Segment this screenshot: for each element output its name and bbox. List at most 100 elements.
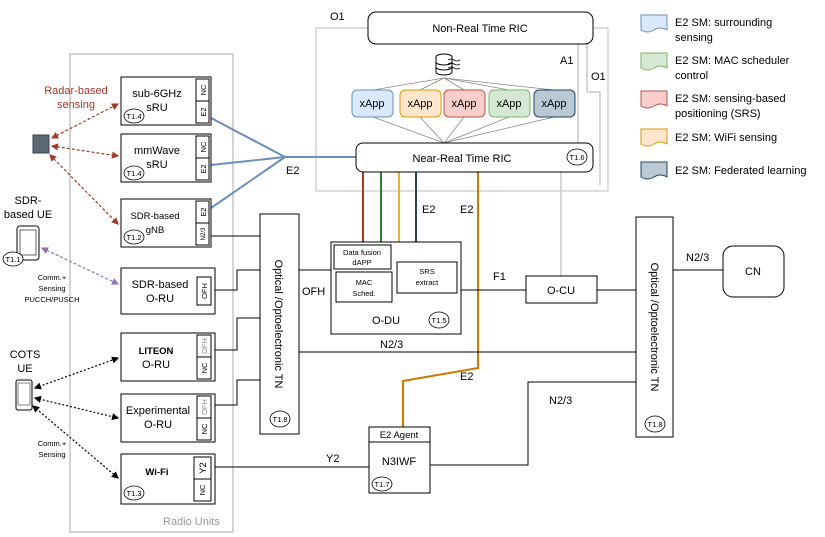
radar-label-1: Radar-based <box>44 85 108 97</box>
svg-text:Y2: Y2 <box>198 462 209 474</box>
database-icon <box>435 53 461 76</box>
e2-blue-lines <box>210 117 356 209</box>
legend-item-wifi: E2 SM: WiFi sensing <box>640 128 777 147</box>
y2-label: Y2 <box>326 453 339 465</box>
svg-text:SDR-based: SDR-based <box>130 211 179 222</box>
dapp-box[interactable] <box>333 244 392 270</box>
svg-text:sensing: sensing <box>675 32 713 44</box>
svg-text:E2 SM: Federated learning: E2 SM: Federated learning <box>675 165 806 177</box>
svg-text:T1.4: T1.4 <box>126 112 141 121</box>
legend: E2 SM: surrounding sensing E2 SM: MAC sc… <box>640 14 806 180</box>
n3iwf-block[interactable]: E2 Agent N3IWF T1.7 <box>368 426 431 494</box>
sdr-ue-badge-label: T1.1 <box>5 255 20 264</box>
svg-text:Sched.: Sched. <box>352 289 375 298</box>
xapp-fan <box>372 77 555 144</box>
svg-text:NC: NC <box>200 423 209 434</box>
svg-text:E2 SM: MAC scheduler: E2 SM: MAC scheduler <box>675 55 790 67</box>
svg-text:T1.8: T1.8 <box>272 415 287 424</box>
svg-text:NC: NC <box>200 362 209 373</box>
xapp-label: xApp <box>451 98 476 110</box>
radar-label-2: sensing <box>57 99 95 111</box>
svg-text:OFH: OFH <box>200 338 209 354</box>
ocu-box[interactable] <box>525 275 598 304</box>
comm-sense-2b: Sensing <box>38 450 65 459</box>
left-transport-network[interactable]: Optical /Optoelectronic TN T1.8 <box>259 213 300 435</box>
svg-text:T1.3: T1.3 <box>126 489 141 498</box>
radar-sensor-icon <box>32 134 50 154</box>
near-rt-ric-label: Near-Real Time RIC <box>412 153 511 165</box>
xapp-surrounding[interactable] <box>351 89 394 118</box>
e2-mid-label: E2 <box>422 204 435 216</box>
ru-mmwave-sru[interactable]: mmWave sRU NC E2 T1.4 <box>120 133 212 183</box>
svg-text:LITEON: LITEON <box>139 346 174 357</box>
svg-text:E2 SM: sensing-based: E2 SM: sensing-based <box>675 93 786 105</box>
svg-text:sub-6GHz: sub-6GHz <box>132 88 182 100</box>
svg-text:SRS: SRS <box>419 267 434 276</box>
e2-left-label: E2 <box>286 165 299 177</box>
n23-low-link <box>430 381 636 466</box>
svg-text:SDR-based: SDR-based <box>132 279 189 291</box>
svg-text:O-RU: O-RU <box>146 293 174 305</box>
svg-text:OFH: OFH <box>200 283 209 299</box>
legend-item-positioning: E2 SM: sensing-based positioning (SRS) <box>640 90 786 120</box>
radio-units-label: Radio Units <box>163 516 220 528</box>
svg-text:mmWave: mmWave <box>134 145 180 157</box>
n3iwf-label: N3IWF <box>382 456 417 468</box>
svg-text:control: control <box>675 70 708 82</box>
svg-text:Data fusion: Data fusion <box>343 248 381 257</box>
e2-orange-line <box>402 172 479 427</box>
svg-text:E2 SM: WiFi sensing: E2 SM: WiFi sensing <box>675 132 777 144</box>
svg-text:Optical /Optoelectronic TN: Optical /Optoelectronic TN <box>648 263 660 392</box>
svg-text:extract: extract <box>416 278 439 287</box>
f1-label: F1 <box>493 271 506 283</box>
right-transport-network[interactable]: Optical /Optoelectronic TN T1.8 <box>635 216 674 438</box>
svg-text:Wi-Fi: Wi-Fi <box>145 467 168 478</box>
ru-experimental-oru[interactable]: Experimental O-RU OFH NC <box>120 393 216 443</box>
svg-text:O-RU: O-RU <box>144 419 172 431</box>
near-rt-ric-box[interactable] <box>355 142 594 173</box>
svg-text:sRU: sRU <box>146 102 167 114</box>
svg-text:OFH: OFH <box>200 399 209 415</box>
ru-sdr-oru[interactable]: SDR-based O-RU OFH <box>120 267 216 315</box>
xapp-label: xApp <box>496 98 521 110</box>
xapp-positioning[interactable] <box>443 89 486 118</box>
ru-sub6-srU[interactable]: sub-6GHz sRU NC E2 T1.4 <box>120 76 212 126</box>
o1-top-label: O1 <box>330 11 345 23</box>
cots-arrows <box>32 356 120 479</box>
xapp-label: xApp <box>359 98 384 110</box>
svg-text:O-DU: O-DU <box>372 315 400 327</box>
xapp-wifi[interactable] <box>399 89 442 118</box>
legend-item-mac: E2 SM: MAC scheduler control <box>640 52 790 82</box>
svg-text:sRU: sRU <box>146 159 167 171</box>
svg-text:NC: NC <box>199 141 208 152</box>
odu-block[interactable]: Data fusion dAPP MAC Sched. SRS extract … <box>330 241 462 335</box>
svg-text:positioning (SRS): positioning (SRS) <box>675 108 761 120</box>
ru-wifi[interactable]: Wi-Fi Y2 NC T1.3 <box>120 453 216 505</box>
ru-sdr-gnb[interactable]: SDR-based gNB E2 N2/3 T1.2 <box>120 198 212 248</box>
xapp-label: xApp <box>541 98 566 110</box>
comm-sense-1a: Comm.+ <box>38 273 67 282</box>
svg-text:E2: E2 <box>199 107 208 116</box>
o1-right-label: O1 <box>591 71 606 83</box>
svg-text:dAPP: dAPP <box>352 258 371 267</box>
svg-text:N2/3: N2/3 <box>201 227 207 240</box>
n23-low-label: N2/3 <box>549 395 572 407</box>
svg-text:Optical /Optoelectronic TN: Optical /Optoelectronic TN <box>272 260 284 389</box>
srs-extract-box[interactable] <box>396 261 458 294</box>
xapp-mac[interactable] <box>488 89 531 118</box>
sdr-ue-arrow <box>40 247 120 285</box>
radar-arrows <box>49 103 120 225</box>
cn-box[interactable] <box>722 245 785 298</box>
comm-sense-1b: Sensing <box>38 284 65 293</box>
svg-text:E2: E2 <box>199 164 208 173</box>
near-rt-ric-badge-label: T1.6 <box>569 153 584 162</box>
non-rt-ric-box[interactable] <box>367 11 594 45</box>
ru-liteon-oru[interactable]: LITEON O-RU OFH NC <box>120 332 216 382</box>
e2-orange-bottom-label: E2 <box>460 371 473 383</box>
mac-sched-box[interactable] <box>335 271 393 303</box>
svg-text:O-RU: O-RU <box>142 359 170 371</box>
xapp-federated[interactable] <box>533 89 576 118</box>
a1-label: A1 <box>560 55 573 67</box>
near-rt-ric-badge <box>566 148 588 166</box>
